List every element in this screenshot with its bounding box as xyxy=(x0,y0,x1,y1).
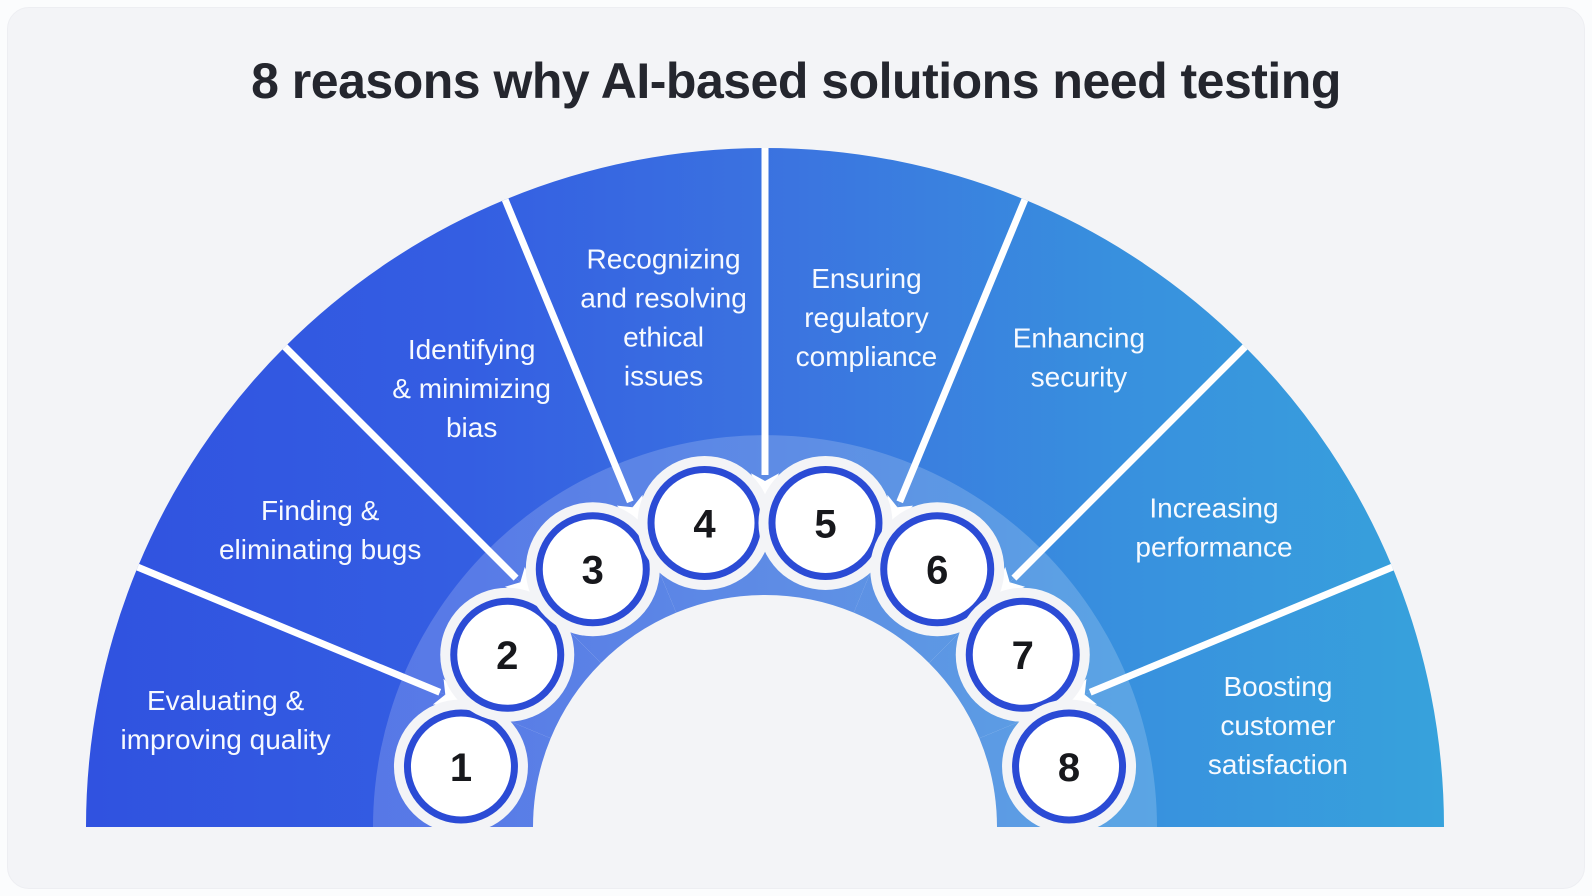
number-circle-7: 7 xyxy=(955,587,1090,722)
circle-badge-3 xyxy=(535,512,650,627)
circle-badge-1 xyxy=(403,709,518,824)
sector-separators xyxy=(136,148,1394,706)
number-circle-5: 5 xyxy=(758,455,893,590)
sector-labels: Evaluating &improving quality Finding &el… xyxy=(121,243,1348,779)
sector-label-2: Finding &eliminating bugs xyxy=(219,495,421,565)
circle-badge-8 xyxy=(1012,709,1127,824)
number-circles: 1 2 3 4 5 6 7 8 xyxy=(393,455,1137,834)
sector-label-1: Evaluating &improving quality xyxy=(121,685,331,755)
circle-badge-6 xyxy=(880,512,995,627)
separator-arrow-6 xyxy=(990,344,1248,602)
number-circle-4: 4 xyxy=(637,455,772,590)
circle-badge-4 xyxy=(647,465,762,580)
separator-arrow-3 xyxy=(501,198,644,533)
circle-badge-5 xyxy=(768,465,883,580)
separator-arrow-5 xyxy=(886,198,1029,533)
circle-number-3: 3 xyxy=(582,549,604,593)
number-circle-3: 3 xyxy=(525,502,660,637)
number-circle-6: 6 xyxy=(870,502,1005,637)
separator-arrow-1 xyxy=(136,563,471,706)
circle-number-5: 5 xyxy=(814,502,836,546)
number-circle-8: 8 xyxy=(1002,699,1137,834)
circle-number-4: 4 xyxy=(693,502,716,546)
circle-number-2: 2 xyxy=(496,634,518,678)
page-title: 8 reasons why AI-based solutions need te… xyxy=(251,53,1341,109)
separator-arrow-7 xyxy=(1059,563,1394,706)
circle-number-6: 6 xyxy=(926,549,948,593)
number-circle-2: 2 xyxy=(440,587,575,722)
circle-badge-7 xyxy=(965,597,1080,712)
infographic-panel: 8 reasons why AI-based solutions need te… xyxy=(7,7,1585,889)
circle-badge-2 xyxy=(450,597,565,712)
circle-number-7: 7 xyxy=(1012,634,1034,678)
circle-number-1: 1 xyxy=(450,746,472,790)
separator-arrow-2 xyxy=(282,344,540,602)
circle-number-8: 8 xyxy=(1058,746,1080,790)
number-circle-1: 1 xyxy=(393,699,528,834)
reasons-fan-diagram: Evaluating &improving quality Finding &el… xyxy=(86,148,1444,834)
